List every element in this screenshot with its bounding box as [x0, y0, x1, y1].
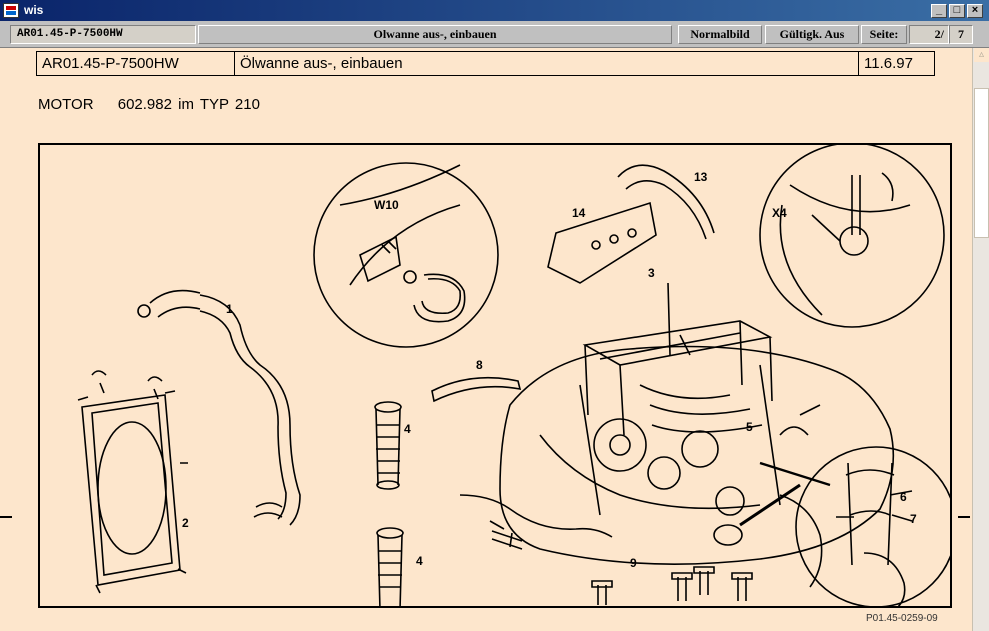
callout-4b: 4 — [416, 554, 423, 568]
margin-tick-left — [0, 516, 12, 518]
motor-line: MOTOR 602.982 im TYP 210 — [38, 96, 260, 113]
scroll-up-icon[interactable]: ▵ — [974, 48, 989, 62]
header-date: 11.6.97 — [858, 51, 935, 76]
engine-cover-drawing — [547, 201, 657, 284]
window-title: wis — [24, 3, 44, 17]
wiring-harness-drawing — [459, 494, 613, 538]
callout-14: 14 — [572, 206, 586, 220]
callout-8: 8 — [476, 358, 483, 372]
fan-shroud-drawing — [77, 370, 188, 594]
normal-view-button[interactable]: Normalbild — [678, 25, 762, 44]
diagram-drawing: 1 2 3 4 4 5 6 7 8 9 13 14 W10 X4 — [77, 145, 950, 606]
window-titlebar: wis _ □ × — [0, 0, 989, 21]
detail-circle-mount — [759, 446, 950, 606]
callout-2: 2 — [182, 516, 189, 530]
header-doc-title: Ölwanne aus-, einbauen — [234, 51, 859, 76]
maximize-button[interactable]: □ — [949, 4, 965, 18]
header-doc-number: AR01.45-P-7500HW — [36, 51, 235, 76]
bolt-drawings — [491, 530, 753, 605]
detail-circle-w10 — [313, 162, 499, 348]
intake-hose-drawing — [617, 164, 715, 240]
exploded-diagram: 1 2 3 4 4 5 6 7 8 9 13 14 W10 X4 — [38, 143, 952, 608]
margin-tick-right — [958, 516, 970, 518]
validity-button[interactable]: Gültigk. Aus — [765, 25, 859, 44]
vertical-scrollbar[interactable]: ▵ — [972, 48, 989, 631]
callout-9: 9 — [630, 556, 637, 570]
callout-3: 3 — [648, 266, 655, 280]
scroll-thumb[interactable] — [974, 88, 989, 238]
motor-label: MOTOR — [38, 96, 94, 113]
callout-x4: X4 — [772, 206, 787, 220]
figure-id: P01.45-0259-09 — [866, 613, 938, 624]
engine-assembly-drawing — [499, 282, 895, 588]
app-icon — [3, 3, 19, 18]
mount-grommet-drawings — [374, 401, 404, 606]
doc-title-field: Olwanne aus-, einbauen — [198, 25, 672, 44]
callout-w10: W10 — [374, 198, 399, 212]
callout-13: 13 — [694, 170, 708, 184]
bracket-drawing — [431, 376, 522, 403]
motor-value: 602.982 im TYP 210 — [117, 96, 260, 113]
close-button[interactable]: × — [967, 4, 983, 18]
callout-7: 7 — [910, 512, 917, 526]
callout-1: 1 — [226, 302, 233, 316]
detail-circle-x4 — [759, 145, 945, 328]
page-current: 2/ — [909, 25, 949, 44]
callout-5: 5 — [746, 420, 753, 434]
doc-number-field: AR01.45-P-7500HW — [10, 25, 196, 44]
coolant-hose-drawing — [137, 289, 301, 526]
callout-6: 6 — [900, 490, 907, 504]
page-label: Seite: — [861, 25, 907, 44]
document-toolbar: AR01.45-P-7500HW Olwanne aus-, einbauen … — [0, 21, 989, 48]
minimize-button[interactable]: _ — [931, 4, 947, 18]
page-total: 7 — [949, 25, 973, 44]
document-view: AR01.45-P-7500HW Ölwanne aus-, einbauen … — [0, 48, 972, 631]
document-header-table: AR01.45-P-7500HW Ölwanne aus-, einbauen … — [36, 51, 935, 76]
callout-4a: 4 — [404, 422, 411, 436]
